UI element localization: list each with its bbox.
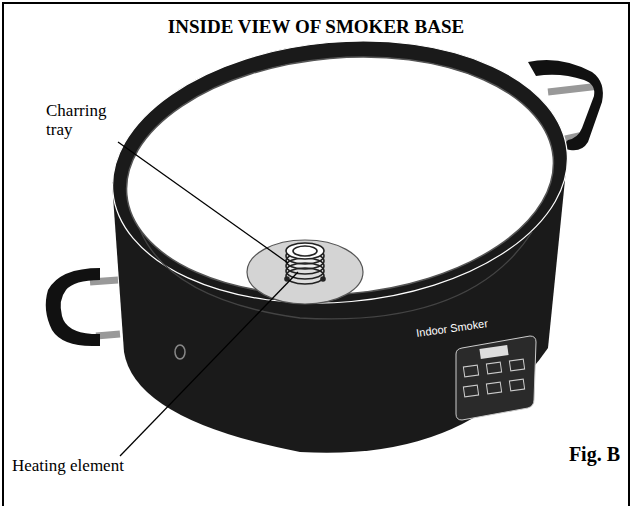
part-label: Charring tray	[46, 102, 120, 139]
heating-element	[285, 243, 325, 284]
left-handle	[46, 268, 185, 359]
charring-tray	[247, 240, 363, 304]
control-panel	[456, 336, 536, 420]
figure-title: INSIDE VIEW OF SMOKER BASE	[0, 17, 632, 38]
figure-caption: Fig. B	[530, 443, 620, 465]
leader-line	[120, 272, 298, 456]
pot-floor	[140, 230, 532, 319]
outer-rim	[102, 23, 579, 322]
part-label: Heating element	[12, 457, 212, 476]
leader-line	[118, 142, 288, 263]
figure-frame	[3, 3, 629, 506]
